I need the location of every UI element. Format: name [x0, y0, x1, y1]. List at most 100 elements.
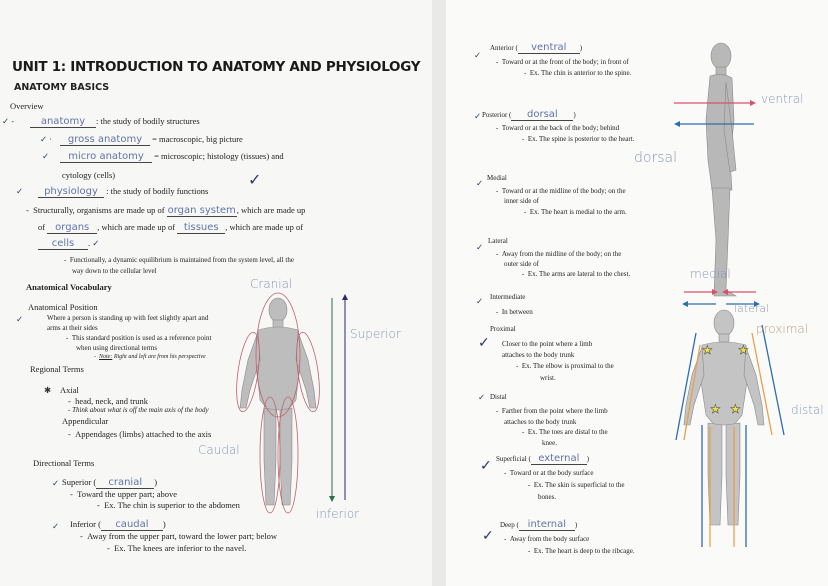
- superior-example: - Ex. The chin is superior to the abdome…: [97, 500, 240, 510]
- directional-heading: Directional Terms: [33, 458, 95, 468]
- regional-heading: Regional Terms: [30, 364, 84, 374]
- physiology-answer: physiology: [38, 186, 104, 198]
- micro-answer: micro anatomy: [60, 151, 152, 163]
- lateral-example: - Ex. The arms are lateral to the chest.: [522, 270, 631, 278]
- inferior-example: - Ex. The knees are inferior to the nave…: [107, 543, 247, 553]
- physiology-definition: : the study of bodily functions: [106, 186, 209, 196]
- organ-system-answer: organ system: [166, 205, 237, 217]
- structure-line-2: of organs, which are made up of tissues,…: [38, 222, 304, 234]
- anatomical-figure-side: [674, 42, 756, 297]
- superior-answer: cranial: [96, 477, 155, 489]
- checkmark-icon: ✓: [42, 151, 50, 161]
- physiology-line: physiology : the study of bodily functio…: [38, 186, 208, 198]
- caudal-annotation: Caudal: [198, 443, 240, 457]
- medial-annotation: medial: [690, 267, 731, 281]
- distal-example: - Ex. The toes are distal to the: [522, 428, 608, 436]
- position-text-1: Where a person is standing up with feet …: [47, 314, 209, 322]
- deep-term: Deep (internal): [500, 519, 578, 531]
- proximal-example-2: wrist.: [540, 374, 556, 382]
- inferior-annotation: inferior: [316, 507, 360, 521]
- proximal-annotation: proximal: [756, 322, 809, 336]
- checkmark-icon: ✓: [480, 459, 492, 474]
- superficial-example-2: bones.: [538, 493, 557, 501]
- lateral-def: - Away from the midline of the body; on …: [496, 250, 622, 258]
- checkmark-icon: ✓: [476, 296, 484, 306]
- micro-definition-2: cytology (cells): [62, 170, 116, 180]
- inferior-answer: caudal: [100, 519, 163, 531]
- checkmark-icon: ✓: [482, 529, 494, 544]
- distal-annotation: distal: [791, 403, 824, 417]
- lateral-term: Lateral: [488, 237, 508, 245]
- overview-heading: Overview: [10, 101, 44, 111]
- vocab-heading: Anatomical Vocabulary: [26, 282, 112, 292]
- appendicular-term: Appendicular: [62, 416, 109, 426]
- anatomy-answer: anatomy: [30, 116, 96, 128]
- checkmark-icon: ✓: [476, 178, 484, 188]
- superficial-def: - Toward or at the body surface: [504, 469, 594, 477]
- medial-term: Medial: [487, 174, 507, 182]
- inferior-def: - Away from the upper part, toward the l…: [80, 531, 278, 541]
- micro-definition: = microscopic; histology (tissues) and: [154, 151, 284, 161]
- appendicular-def: - Appendages (limbs) attached to the axi…: [68, 429, 212, 439]
- micro-anatomy-line: micro anatomy = microscopic; histology (…: [60, 151, 284, 163]
- medial-example: - Ex. The heart is medial to the arm.: [524, 208, 627, 216]
- page-title: UNIT 1: INTRODUCTION TO ANATOMY AND PHYS…: [12, 59, 421, 75]
- star-icon: ★: [730, 402, 741, 416]
- checkmark-icon: ✓: [478, 336, 490, 351]
- anterior-def: - Toward or at the front of the body; in…: [496, 58, 629, 66]
- deep-def: - Away from the body surface: [504, 535, 590, 543]
- distal-def-2: attaches to the body trunk: [504, 418, 577, 426]
- inferior-term: Inferior (caudal): [70, 519, 166, 531]
- checkmark-icon: ✓: [474, 111, 482, 121]
- position-text-4: when using directional terms: [76, 344, 158, 352]
- cranial-annotation: Cranial: [250, 277, 293, 291]
- proximal-term: Proximal: [490, 325, 516, 333]
- medial-def-2: inner side of: [504, 197, 539, 205]
- posterior-def: - Toward or at the back of the body; beh…: [496, 124, 620, 132]
- function-line-2: way down to the cellular level: [72, 267, 157, 275]
- deep-answer: internal: [518, 519, 575, 531]
- gross-answer: gross anatomy: [60, 134, 150, 146]
- anatomical-figure-front-arrows: ★★ ★★: [675, 289, 785, 547]
- intermediate-term: Intermediate: [490, 293, 526, 301]
- position-heading: Anatomical Position: [28, 302, 98, 312]
- checkmark-icon: ✓: [52, 478, 60, 488]
- anterior-example: - Ex. The chin is anterior to the spine.: [524, 69, 632, 77]
- function-line-1: - Functionally, a dynamic equilibrium is…: [64, 256, 294, 264]
- medial-def: - Toward or at the midline of the body; …: [496, 187, 626, 195]
- dorsal-annotation: dorsal: [634, 150, 677, 166]
- star-icon: ★: [710, 402, 721, 416]
- checkmark-icon: ✓: [248, 172, 262, 189]
- intermediate-def: - In between: [496, 308, 533, 316]
- position-text-3: - This standard position is used as a re…: [66, 334, 212, 342]
- proximal-example: - Ex. The elbow is proximal to the: [516, 362, 614, 370]
- superficial-term: Superficial (external): [496, 453, 590, 465]
- checkmark-icon: ✓: [52, 521, 60, 531]
- distal-term: Distal: [490, 393, 507, 401]
- anatomical-figure-front: [236, 292, 348, 514]
- ventral-annotation: ventral: [761, 92, 804, 106]
- left-page: UNIT 1: INTRODUCTION TO ANATOMY AND PHYS…: [0, 0, 432, 586]
- structure-line-3: cells. ✓: [38, 238, 99, 250]
- right-page: ✓ Anterior (ventral) - Toward or at the …: [446, 0, 828, 586]
- note-line: - Note: Right and left are from his pers…: [94, 354, 206, 360]
- tissues-answer: tissues: [177, 222, 226, 234]
- checkmark-icon: ✓ -: [2, 116, 15, 126]
- checkmark-icon: ✓: [478, 392, 486, 402]
- posterior-answer: dorsal: [511, 109, 574, 121]
- axial-term: Axial: [60, 385, 79, 395]
- gross-definition: = macroscopic, big picture: [152, 134, 243, 144]
- checkmark-icon: ✓ ·: [40, 134, 53, 144]
- checkmark-icon: ✓: [476, 242, 484, 252]
- anatomy-definition: : the study of bodily structures: [96, 116, 200, 126]
- distal-def: - Farther from the point where the limb: [496, 407, 608, 415]
- axial-note: - Think about what is off the main axis …: [68, 406, 209, 414]
- posterior-term: Posterior (dorsal): [482, 109, 576, 121]
- superficial-example: - Ex. The skin is superficial to the: [528, 481, 625, 489]
- organs-answer: organs: [47, 222, 98, 234]
- star-icon: ✱: [44, 385, 52, 395]
- structure-line-1: - Structurally, organisms are made up of…: [26, 205, 306, 217]
- anterior-term: Anterior (ventral): [490, 42, 583, 54]
- superior-annotation: Superior: [350, 327, 401, 341]
- section-title: ANATOMY BASICS: [14, 82, 110, 93]
